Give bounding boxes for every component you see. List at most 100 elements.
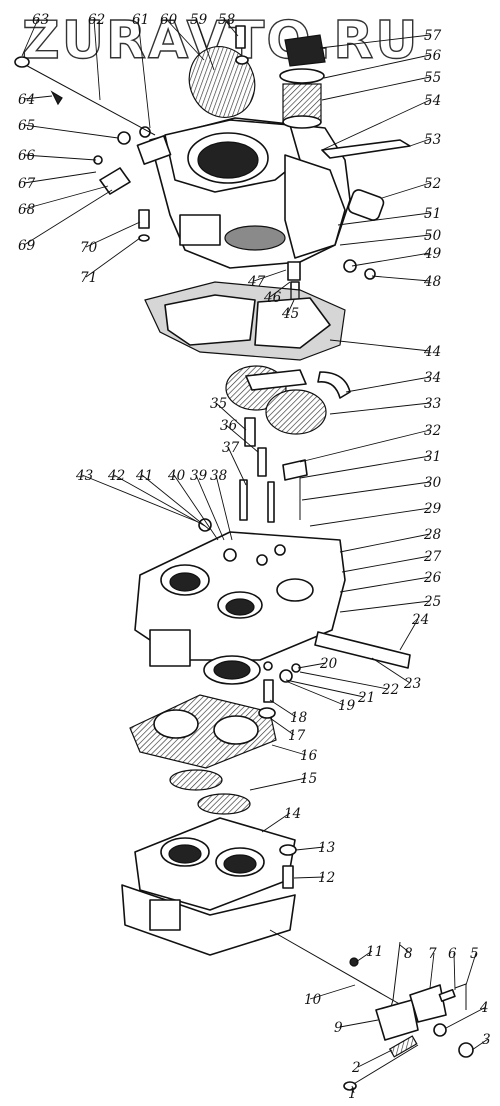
leader-line-69 [23, 189, 113, 246]
leader-line-49 [351, 252, 431, 267]
leader-line-19 [287, 681, 345, 706]
leader-line-24 [399, 618, 419, 651]
callout-7: 7 [428, 946, 437, 962]
callout-46: 46 [263, 290, 282, 306]
callout-24: 24 [411, 612, 429, 628]
float-assembly [225, 365, 351, 435]
callout-28: 28 [423, 527, 442, 543]
callout-62: 62 [88, 12, 105, 28]
callout-40: 40 [167, 468, 186, 484]
leader-line-6 [453, 952, 456, 991]
leader-line-56 [323, 54, 431, 79]
float-bowl-body [134, 531, 411, 703]
callout-54: 54 [424, 93, 441, 109]
leader-line-28 [339, 533, 431, 553]
callout-22: 22 [381, 682, 399, 698]
leader-line-26 [339, 576, 431, 593]
callout-36: 36 [220, 418, 238, 434]
callout-12: 12 [318, 870, 335, 886]
callout-27: 27 [423, 549, 442, 565]
callout-25: 25 [423, 594, 441, 610]
leader-line-37 [227, 446, 247, 486]
callout-17: 17 [288, 728, 306, 744]
leader-line-40 [173, 474, 219, 541]
leader-line-42 [113, 474, 206, 527]
callout-5: 5 [470, 946, 479, 962]
callout-55: 55 [424, 70, 441, 86]
callout-41: 41 [135, 468, 153, 484]
leader-line-43 [81, 474, 199, 523]
leader-line-30 [301, 481, 431, 501]
callout-18: 18 [290, 710, 308, 726]
leader-line-2 [357, 1049, 393, 1068]
callout-11: 11 [366, 944, 383, 960]
leader-line-61 [137, 18, 151, 129]
callout-15: 15 [300, 771, 317, 787]
leader-line-62 [93, 18, 101, 101]
leader-line-21 [285, 679, 365, 698]
screen-15a [169, 769, 223, 791]
leader-line-8 [399, 944, 411, 954]
leader-line-32 [299, 429, 431, 463]
callout-6: 6 [448, 946, 457, 962]
callout-60: 60 [160, 12, 178, 28]
callout-56: 56 [424, 48, 442, 64]
leader-line-67 [23, 171, 97, 184]
leader-line-59 [195, 18, 215, 71]
leader-line-13 [295, 846, 325, 851]
callout-45: 45 [281, 306, 299, 322]
callout-8: 8 [404, 946, 413, 962]
leader-line-63 [21, 18, 39, 57]
callout-34: 34 [424, 370, 441, 386]
leader-line-65 [23, 124, 119, 139]
leader-line-58 [223, 18, 239, 37]
leader-line-38 [215, 474, 233, 541]
callout-21: 21 [357, 690, 375, 706]
leader-line-31 [299, 455, 431, 479]
callout-48: 48 [423, 274, 442, 290]
leader-line-33 [329, 402, 431, 415]
leader-line-10 [309, 984, 356, 1000]
leader-line-34 [345, 376, 431, 393]
leader-line-7 [429, 952, 435, 989]
callout-57: 57 [424, 28, 442, 44]
callout-52: 52 [424, 176, 441, 192]
leader-line-36 [225, 424, 259, 453]
callout-59: 59 [190, 12, 208, 28]
leader-line-35 [215, 402, 247, 431]
leader-line-53 [409, 138, 431, 147]
leader-line-12 [293, 876, 325, 879]
callout-35: 35 [210, 396, 227, 412]
leader-line-29 [309, 507, 431, 527]
leader-line-20 [297, 662, 327, 669]
leader-line-41 [141, 474, 211, 531]
callout-23: 23 [403, 676, 421, 692]
callout-49: 49 [423, 246, 442, 262]
leader-line-4 [445, 1006, 487, 1029]
jets-and-pins [198, 417, 308, 547]
callout-20: 20 [319, 656, 338, 672]
callout-42: 42 [107, 468, 125, 484]
leader-line-17 [269, 717, 295, 736]
callout-64: 64 [18, 92, 35, 108]
callout-61: 61 [132, 12, 149, 28]
leader-line-1 [351, 1085, 355, 1094]
callout-32: 32 [424, 423, 441, 439]
callout-19: 19 [338, 698, 356, 714]
leader-line-51 [337, 212, 431, 226]
callout-68: 68 [18, 202, 36, 218]
leader-line-5 [465, 952, 477, 986]
callout-44: 44 [423, 344, 441, 360]
leader-line-9 [339, 1019, 379, 1028]
callout-29: 29 [423, 501, 442, 517]
leader-line-47 [253, 269, 287, 282]
callout-39: 39 [190, 468, 208, 484]
leader-line-71 [85, 237, 141, 278]
leader-line-57 [319, 34, 431, 49]
leader-line-18 [269, 699, 297, 718]
leader-line-16 [271, 744, 307, 756]
callout-4: 4 [479, 1000, 489, 1016]
callout-47: 47 [247, 274, 266, 290]
